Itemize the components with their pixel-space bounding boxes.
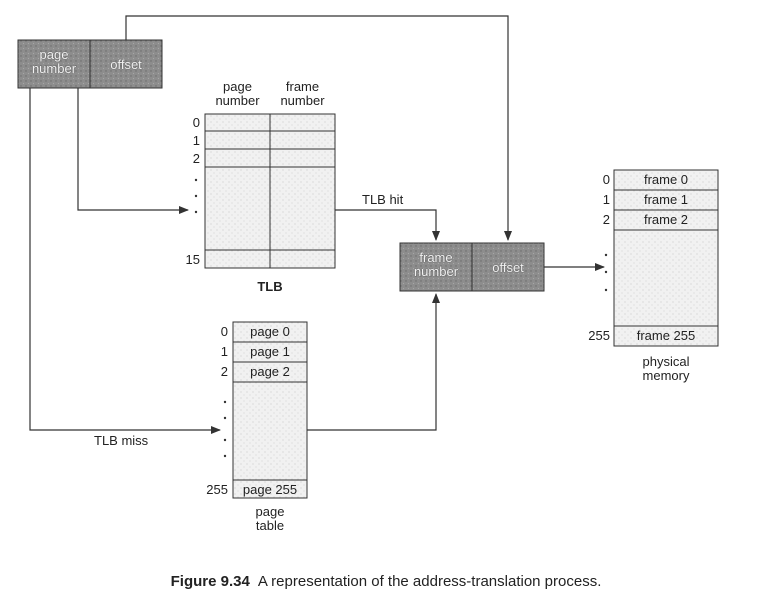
- page-table: [232, 321, 308, 499]
- figure-caption-text: A representation of the address-translat…: [257, 573, 602, 590]
- tlb-hit-arrow: [335, 209, 440, 241]
- page-table-entry: page 2: [250, 364, 290, 379]
- page-table-ellipsis: [223, 400, 227, 458]
- tlb-row-label: 2: [192, 151, 200, 166]
- tlb-table: [204, 113, 336, 269]
- physical-frame-number-label: frame number: [413, 250, 459, 279]
- page-table-entry: page 0: [250, 324, 290, 339]
- logical-page-number-label: page number: [31, 47, 77, 76]
- tlb-row-label: 0: [192, 115, 200, 130]
- tlb-row-label: 1: [192, 133, 200, 148]
- page-table-entry: page 255: [242, 482, 298, 497]
- tlb-col-frame-header: frame number: [280, 79, 325, 108]
- page-table-index: 255: [206, 482, 228, 497]
- physical-memory-index: 255: [588, 328, 610, 343]
- tlb-hit-label: TLB hit: [362, 192, 404, 207]
- page-number-to-tlb-arrow: [77, 88, 189, 214]
- logical-offset-label: offset: [110, 57, 142, 72]
- physical-memory-index: 2: [602, 212, 610, 227]
- figure-caption: Figure 9.34 A representation of the addre…: [0, 573, 772, 590]
- physical-memory-index: 0: [602, 172, 610, 187]
- tlb-col-page-header: page number: [215, 79, 260, 108]
- page-table-index: 1: [220, 344, 228, 359]
- physical-memory-entry: frame 2: [643, 212, 689, 227]
- page-table-title: page table: [255, 504, 285, 533]
- figure-number: Figure 9.34: [170, 573, 250, 590]
- logical-address-box: [17, 39, 163, 89]
- physical-address-box: [399, 242, 545, 292]
- physical-memory-entry: frame 1: [643, 192, 689, 207]
- tlb-miss-arrow: [29, 88, 221, 434]
- tlb-row-label: 15: [185, 252, 200, 267]
- page-table-index: 2: [220, 364, 228, 379]
- physical-memory-ellipsis: [604, 253, 608, 292]
- physical-memory-outline: [613, 169, 719, 347]
- physical-memory-index: 1: [602, 192, 610, 207]
- physical-memory-entry: frame 0: [643, 172, 689, 187]
- page-table-outline: [232, 321, 308, 499]
- offset-arrow: [125, 15, 512, 241]
- page-table-index: 0: [220, 324, 228, 339]
- page-table-to-frame-arrow: [307, 293, 440, 431]
- physical-offset-label: offset: [492, 260, 524, 275]
- tlb-miss-label: TLB miss: [94, 433, 149, 448]
- physical-memory-title: physical memory: [642, 354, 690, 383]
- physical-memory: [613, 169, 719, 347]
- page-table-entry: page 1: [250, 344, 290, 359]
- tlb-title: TLB: [257, 279, 283, 294]
- physical-memory-entry: frame 255: [636, 328, 696, 343]
- tlb-ellipsis: [194, 178, 198, 214]
